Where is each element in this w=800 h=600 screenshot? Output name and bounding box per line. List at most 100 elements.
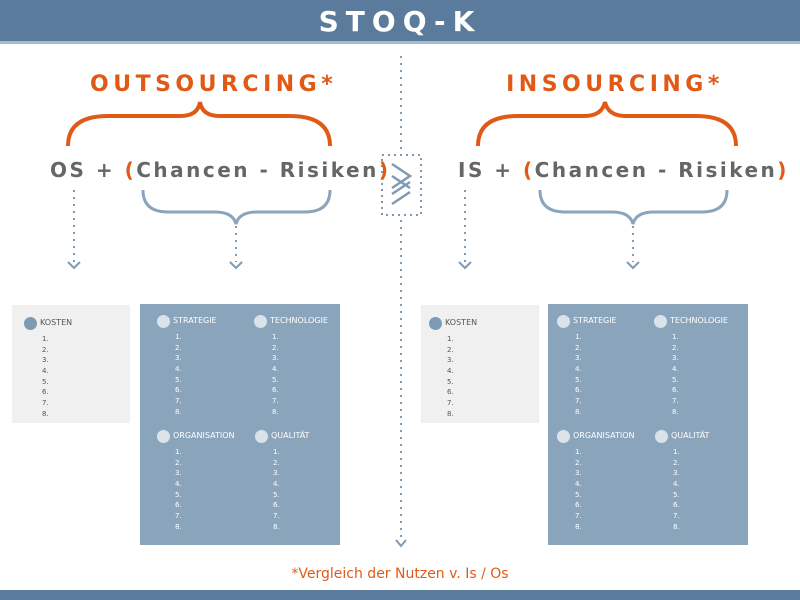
list-item: 1. (175, 333, 182, 341)
is-criteria-panel (548, 304, 748, 545)
list-item: 1. (673, 448, 680, 456)
list-item: 7. (42, 399, 49, 408)
os-strategie-label: STRATEGIE (173, 316, 217, 325)
os-kosten-block: KOSTEN 1. 2. 3. 4. 5. 6. 7. 8. (24, 316, 72, 420)
list-item: 1. (672, 333, 679, 341)
list-item: 6. (272, 386, 279, 395)
compare-symbol-icon (391, 162, 413, 206)
list-item: 8. (272, 407, 279, 416)
os-formula: OS + (Chancen - Risiken) (50, 158, 391, 182)
list-item: 4. (575, 480, 582, 489)
list-item: 5. (273, 490, 280, 499)
list-item: 6. (175, 386, 182, 395)
list-item: 2. (42, 345, 49, 354)
list-item: 2. (447, 345, 454, 354)
is-qualitaet-block: QUALITÄT 1. 2. 3. 4. 5. 6. 7. 8. (655, 429, 709, 533)
list-item: 4. (42, 367, 49, 376)
is-organisation-label: ORGANISATION (573, 431, 635, 440)
list-item: 6. (42, 388, 49, 397)
is-kosten-label: KOSTEN (445, 318, 478, 327)
list-item: 1. (273, 448, 280, 456)
list-item: 5. (175, 375, 182, 384)
list-item: 2. (575, 458, 582, 467)
list-item: 3. (447, 356, 454, 365)
list-item: 8. (447, 409, 454, 418)
list-item: 7. (447, 399, 454, 408)
insourcing-title: INSOURCING* (506, 72, 724, 97)
list-item: 6. (672, 386, 679, 395)
is-qualitaet-label: QUALITÄT (671, 431, 710, 440)
os-paren-open: ( (124, 158, 137, 182)
list-item: 1. (175, 448, 182, 456)
list-item: 1. (272, 333, 279, 341)
is-formula-inner: Chancen - Risiken (534, 158, 778, 182)
os-bottom-brace (141, 189, 332, 225)
list-item: 7. (673, 512, 680, 521)
list-item: 2. (672, 343, 679, 352)
os-technologie-label: TECHNOLOGIE (270, 316, 328, 325)
bullet-icon (254, 314, 267, 328)
list-item: 2. (575, 343, 582, 352)
list-item: 3. (672, 354, 679, 363)
list-item: 8. (42, 409, 49, 418)
list-item: 5. (272, 375, 279, 384)
bullet-icon (157, 314, 170, 328)
os-technologie-block: TECHNOLOGIE 1. 2. 3. 4. 5. 6. 7. 8. (254, 314, 328, 418)
bullet-icon (557, 314, 570, 328)
list-item: 6. (447, 388, 454, 397)
list-item: 8. (175, 522, 182, 531)
list-item: 3. (175, 469, 182, 478)
is-kosten-block: KOSTEN 1. 2. 3. 4. 5. 6. 7. 8. (429, 316, 477, 420)
is-paren-open: ( (523, 158, 535, 182)
list-item: 8. (672, 407, 679, 416)
bullet-icon (654, 314, 667, 328)
list-item: 7. (575, 512, 582, 521)
list-item: 8. (673, 522, 680, 531)
list-item: 7. (672, 397, 679, 406)
footer-bar (0, 590, 800, 600)
app-title: STOQ-K (318, 5, 482, 38)
list-item: 2. (673, 458, 680, 467)
os-paren-close: ) (378, 158, 391, 182)
compare-box (381, 154, 422, 216)
header-bar (0, 0, 800, 44)
os-qualitaet-block: QUALITÄT 1. 2. 3. 4. 5. 6. 7. 8. (255, 429, 309, 533)
list-item: 5. (673, 490, 680, 499)
list-item: 3. (575, 354, 582, 363)
list-item: 6. (575, 386, 582, 395)
list-item: 3. (175, 354, 182, 363)
os-formula-prefix: OS + (50, 158, 125, 182)
is-paren-close: ) (777, 158, 789, 182)
list-item: 5. (575, 490, 582, 499)
list-item: 7. (273, 512, 280, 521)
is-formula: IS + (Chancen - Risiken) (458, 158, 789, 182)
os-top-brace (66, 101, 332, 147)
list-item: 1. (575, 333, 582, 341)
os-strategie-block: STRATEGIE 1. 2. 3. 4. 5. 6. 7. 8. (157, 314, 217, 418)
list-item: 1. (42, 335, 49, 343)
list-item: 2. (273, 458, 280, 467)
list-item: 7. (575, 397, 582, 406)
os-right-arrowhead (229, 261, 243, 270)
center-arrowhead (395, 539, 407, 548)
list-item: 5. (575, 375, 582, 384)
list-item: 4. (673, 480, 680, 489)
list-item: 5. (42, 377, 49, 386)
list-item: 2. (272, 343, 279, 352)
list-item: 7. (175, 512, 182, 521)
list-item: 7. (175, 397, 182, 406)
footnote: *Vergleich der Nutzen v. Is / Os (291, 566, 509, 582)
bullet-icon (429, 316, 442, 330)
is-left-arrowhead (458, 261, 472, 270)
list-item: 4. (175, 365, 182, 374)
list-item: 3. (673, 469, 680, 478)
list-item: 3. (575, 469, 582, 478)
bullet-icon (157, 429, 170, 443)
list-item: 5. (175, 490, 182, 499)
list-item: 5. (672, 375, 679, 384)
os-organisation-label: ORGANISATION (173, 431, 235, 440)
list-item: 5. (447, 377, 454, 386)
list-item: 6. (273, 501, 280, 510)
bullet-icon (24, 316, 37, 330)
